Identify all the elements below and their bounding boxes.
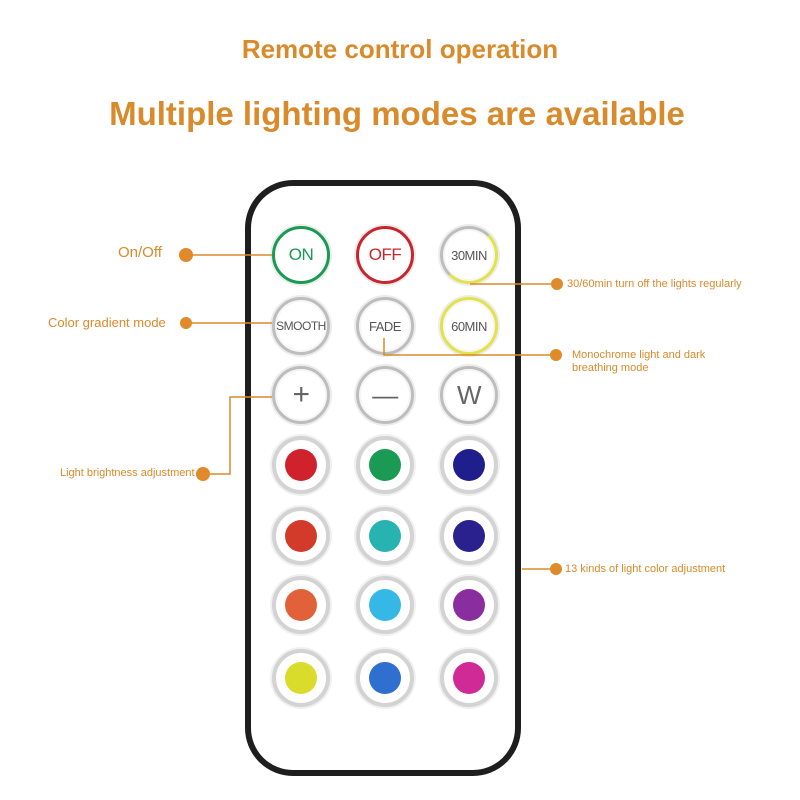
on-button[interactable]: ON: [272, 226, 330, 284]
fade-button[interactable]: FADE: [356, 297, 414, 355]
color-button-navy[interactable]: [440, 436, 498, 494]
minus-icon: —: [372, 379, 398, 410]
annotation-dot: [196, 467, 210, 481]
color-button-indigo[interactable]: [440, 507, 498, 565]
color-swatch: [453, 449, 485, 481]
on-label: ON: [288, 245, 314, 264]
annotation-dot: [550, 349, 562, 361]
timer-30min-label: 30MIN: [451, 247, 487, 263]
color-swatch: [285, 589, 317, 621]
color-swatch: [453, 589, 485, 621]
color-button-blue[interactable]: [356, 649, 414, 707]
annotation-on-off: On/Off: [118, 244, 162, 261]
color-swatch: [453, 520, 485, 552]
annotation-timer: 30/60min turn off the lights regularly: [567, 278, 742, 290]
off-button[interactable]: OFF: [356, 226, 414, 284]
annotation-dot: [179, 248, 193, 262]
color-button-magenta[interactable]: [440, 649, 498, 707]
color-button-purple[interactable]: [440, 576, 498, 634]
timer-60min-label: 60MIN: [451, 318, 487, 334]
color-button-teal[interactable]: [356, 507, 414, 565]
color-swatch: [285, 449, 317, 481]
timer-60min-button[interactable]: 60MIN: [440, 297, 498, 355]
timer-30min-button[interactable]: 30MIN: [440, 226, 498, 284]
plus-icon: +: [292, 378, 310, 411]
color-swatch: [285, 662, 317, 694]
color-swatch: [369, 520, 401, 552]
off-label: OFF: [368, 245, 402, 264]
page-subtitle: Multiple lighting modes are available: [109, 95, 685, 132]
smooth-button[interactable]: SMOOTH: [272, 297, 330, 355]
annotation-mono-line2: breathing mode: [572, 362, 649, 374]
color-swatch: [453, 662, 485, 694]
color-button-orange[interactable]: [272, 576, 330, 634]
brightness-up-button[interactable]: +: [272, 366, 330, 424]
color-swatch: [369, 662, 401, 694]
color-swatch: [369, 449, 401, 481]
annotation-dot: [550, 563, 562, 575]
smooth-label: SMOOTH: [276, 319, 326, 333]
annotation-mono-line1: Monochrome light and dark: [572, 349, 706, 361]
color-button-red-orange[interactable]: [272, 507, 330, 565]
color-button-yellow[interactable]: [272, 649, 330, 707]
white-label: W: [456, 379, 482, 410]
color-button-green[interactable]: [356, 436, 414, 494]
color-button-sky-blue[interactable]: [356, 576, 414, 634]
color-swatch: [369, 589, 401, 621]
color-button-red[interactable]: [272, 436, 330, 494]
annotation-dot: [180, 317, 192, 329]
annotation-brightness: Light brightness adjustment: [60, 467, 195, 479]
annotation-gradient: Color gradient mode: [48, 315, 166, 330]
annotation-dot: [551, 278, 563, 290]
fade-label: FADE: [369, 318, 401, 334]
annotation-colors: 13 kinds of light color adjustment: [565, 563, 726, 575]
page-title: Remote control operation: [241, 34, 559, 64]
brightness-down-button[interactable]: —: [356, 366, 414, 424]
white-light-button[interactable]: W: [440, 366, 498, 424]
color-swatch: [285, 520, 317, 552]
